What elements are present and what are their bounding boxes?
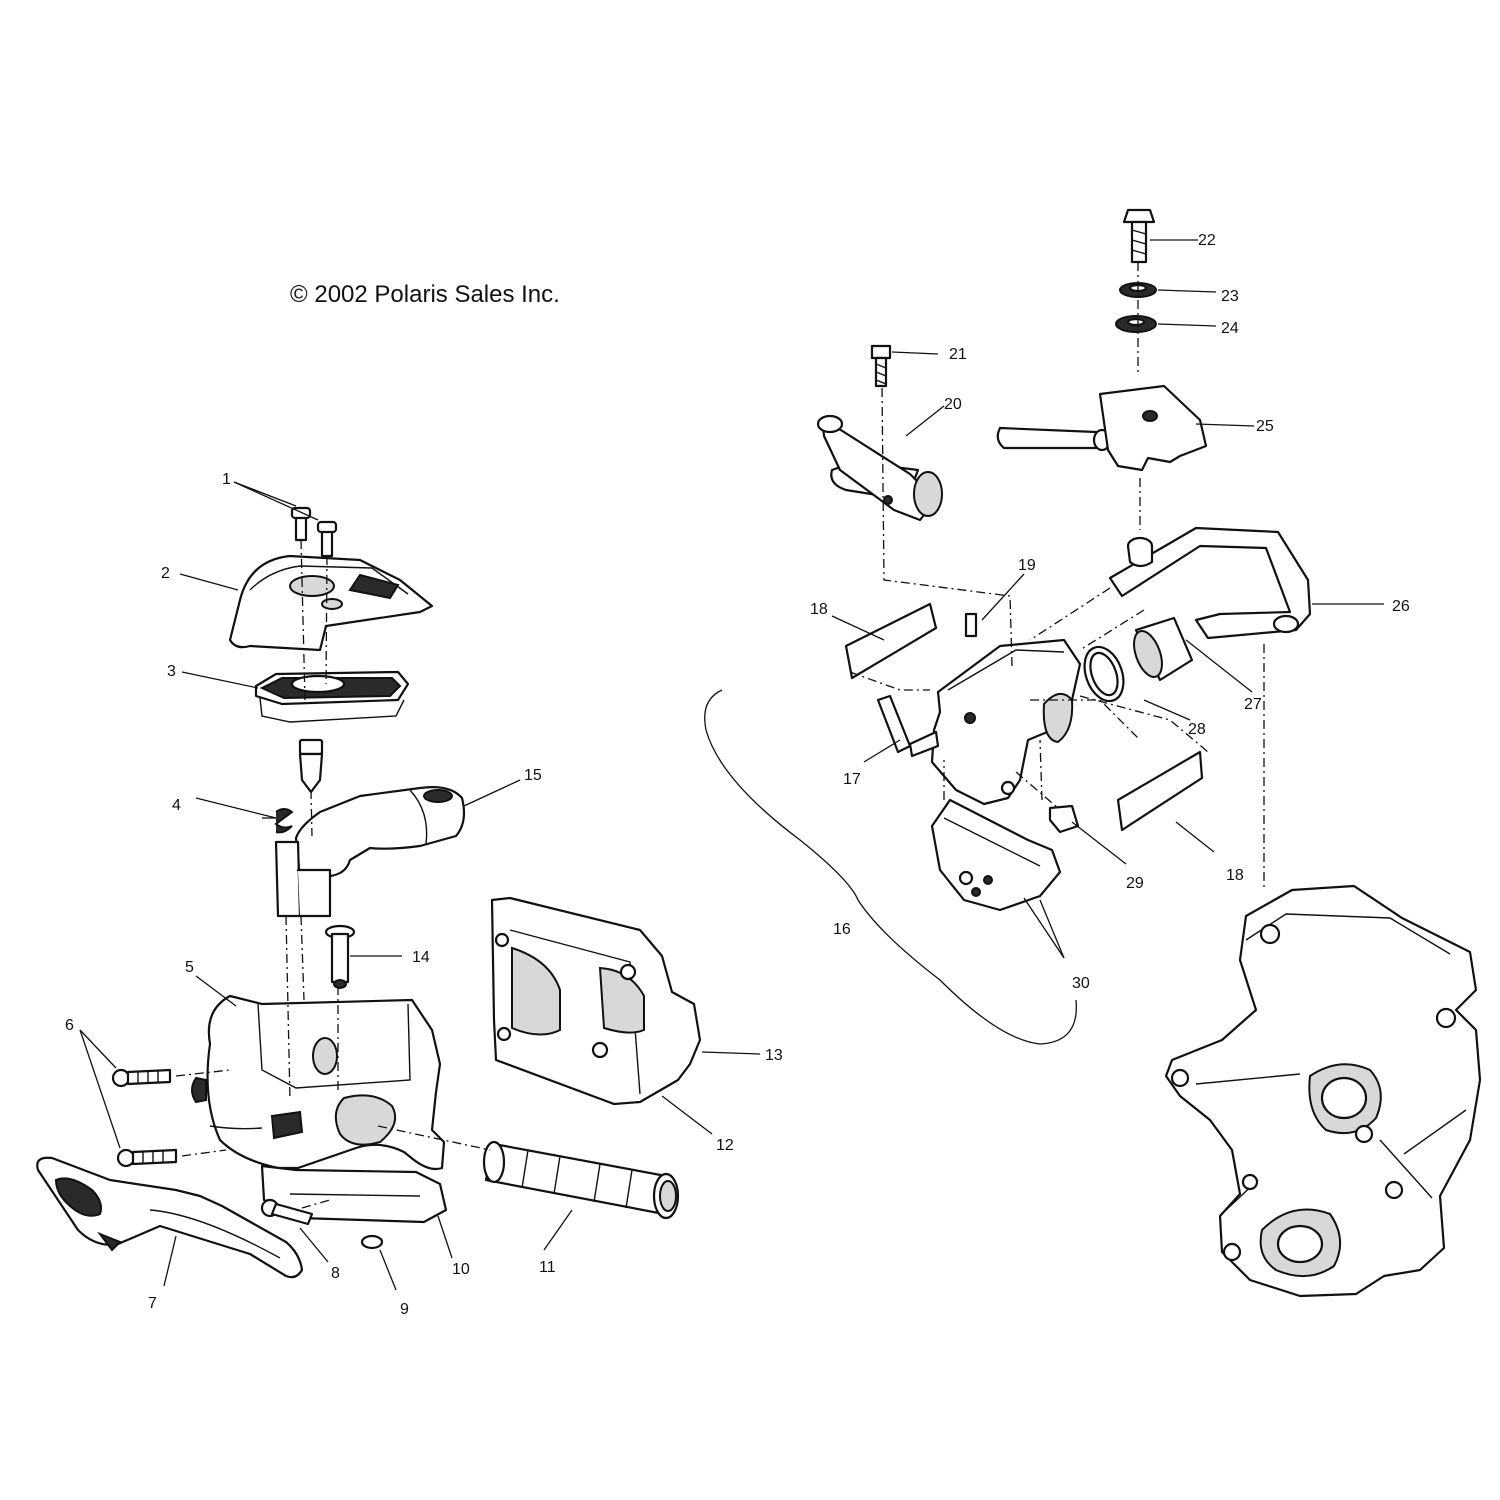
callout-21: 21 — [949, 346, 967, 363]
part-24-washer — [1115, 315, 1157, 333]
part-3-diaphragm — [254, 670, 410, 723]
part-27-piston — [1083, 616, 1194, 703]
callout-5: 5 — [185, 959, 194, 976]
callout-22: 22 — [1198, 232, 1216, 249]
callout-27: 27 — [1244, 696, 1262, 713]
callout-2: 2 — [161, 565, 170, 582]
callout-26: 26 — [1392, 598, 1410, 615]
alignment-lines-left — [175, 539, 491, 1209]
part-4-spring — [262, 808, 294, 834]
leader-lines — [79, 239, 1384, 1291]
alignment-lines-right — [849, 262, 1265, 890]
part-20-banjo-fitting — [816, 414, 943, 522]
copyright-text: © 2002 Polaris Sales Inc. — [290, 281, 560, 308]
callout-18-lower: 18 — [1226, 867, 1244, 884]
callout-18-upper: 18 — [810, 601, 828, 618]
callout-12: 12 — [716, 1137, 734, 1154]
callout-15: 15 — [524, 767, 542, 784]
callout-16: 16 — [833, 921, 851, 938]
part-15-throttle-lever — [274, 786, 466, 918]
callout-10: 10 — [452, 1261, 470, 1278]
group-16-bracket — [704, 689, 1077, 1045]
knuckle-housing — [1164, 884, 1482, 1298]
callout-23: 23 — [1221, 288, 1239, 305]
part-21-screw — [870, 344, 892, 388]
part-6-screws — [111, 1068, 178, 1168]
part-5-housing — [191, 994, 446, 1171]
callout-4: 4 — [172, 797, 181, 814]
callout-9: 9 — [400, 1301, 409, 1318]
callout-29: 29 — [1126, 875, 1144, 892]
part-1-screws — [290, 506, 338, 558]
part-12-side-cover — [490, 896, 702, 1106]
part-14-pin — [324, 924, 356, 989]
part-30-brake-pads — [930, 798, 1062, 912]
callout-11: 11 — [539, 1259, 556, 1276]
part-11-grip — [482, 1140, 680, 1220]
part-8-screw — [260, 1198, 314, 1226]
callout-14: 14 — [412, 949, 430, 966]
callout-1: 1 — [222, 471, 231, 488]
part-9-clip — [360, 1234, 384, 1250]
callout-19: 19 — [1018, 557, 1036, 574]
callout-30: 30 — [1072, 975, 1090, 992]
callout-28: 28 — [1188, 721, 1206, 738]
callout-6: 6 — [65, 1017, 74, 1034]
part-25-bracket — [996, 384, 1208, 472]
part-7-brake-lever — [36, 1156, 304, 1279]
piston — [298, 738, 324, 794]
part-19-bleeder — [964, 612, 978, 638]
part-26-caliper-frame — [1108, 526, 1312, 640]
callout-17: 17 — [843, 771, 861, 788]
callout-3: 3 — [167, 663, 176, 680]
part-22-bolt — [1122, 208, 1156, 264]
callout-13: 13 — [765, 1047, 783, 1064]
callout-8: 8 — [331, 1265, 340, 1282]
part-18-lower-spring — [1116, 750, 1204, 832]
callout-24: 24 — [1221, 320, 1239, 337]
part-18-upper-spring — [844, 602, 938, 680]
callout-20: 20 — [944, 396, 962, 413]
part-2-cover — [228, 554, 434, 652]
callout-labels: 1 2 3 4 5 6 7 8 9 10 11 12 13 14 15 16 1… — [65, 232, 1410, 1318]
callout-7: 7 — [148, 1295, 157, 1312]
part-29-fitting — [1048, 804, 1080, 834]
part-17-caliper-body — [876, 638, 1082, 806]
callout-25: 25 — [1256, 418, 1274, 435]
